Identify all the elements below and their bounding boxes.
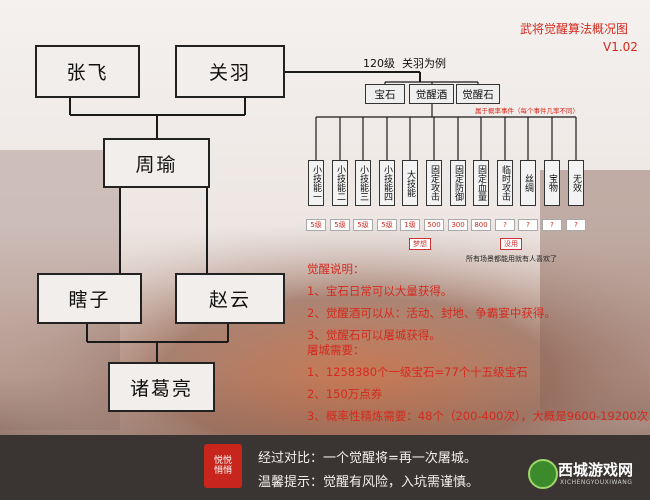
awaken-heading: 觉醒说明： [307, 262, 365, 276]
general-zhouyu: 周瑜 [103, 138, 210, 188]
massacre-heading: 屠城需要： [307, 343, 365, 357]
awaken-line-3: 3、觉醒石可以屠城获得。 [307, 328, 441, 342]
skill-level: 5级 [330, 219, 350, 231]
skill-level: 800 [471, 219, 491, 231]
skill-box: 宝物 [544, 160, 560, 206]
probability-note: 属于概率事件（每个事件几率不同） [475, 107, 579, 115]
general-zhaoyun: 赵云 [175, 273, 285, 324]
example-caption: 120级 关羽为例 [363, 57, 446, 70]
logo-text: 西城游戏网 [558, 461, 634, 479]
note-all-scenes: 所有场景都能用就有人喜欢了 [466, 255, 557, 263]
skill-level: ? [495, 219, 515, 231]
diagram-title: 武将觉醒算法概况图 [520, 22, 629, 36]
skill-level: 500 [424, 219, 444, 231]
skill-box: 小技能三 [355, 160, 371, 206]
version-label: V1.02 [603, 40, 638, 54]
skill-level: ? [566, 219, 586, 231]
footer-compare: 经过对比：一个觉醒将=再一次屠城。 [258, 451, 477, 466]
skill-level: 5级 [306, 219, 326, 231]
item-awaken-stone: 觉醒石 [456, 84, 500, 104]
footer-warning: 温馨提示：觉醒有风险，入坑需谨慎。 [258, 475, 480, 490]
massacre-line-2: 2、150万点券 [307, 387, 383, 401]
skill-level: 5级 [377, 219, 397, 231]
logo-subtext: XICHENGYOUXIWANG [560, 479, 633, 486]
tag-dream: 梦想 [409, 238, 431, 250]
stamp-logo: 悦悦悄悄 [204, 444, 242, 488]
skill-box: 小技能一 [308, 160, 324, 206]
massacre-section: 屠城需要： 1、1258380个一级宝石=77个十五级宝石 2、150万点券 3… [307, 342, 648, 424]
massacre-line-3: 3、概率性精炼需要：48个（200-400次），大概是9600-19200次 [307, 409, 649, 423]
skill-level: ? [518, 219, 538, 231]
skill-box: 临时攻击 [497, 160, 513, 206]
awaken-line-2: 2、觉醒酒可以从：活动、封地、争霸宴中获得。 [307, 306, 556, 320]
general-zhangfei: 张飞 [35, 45, 140, 98]
logo-icon [528, 459, 558, 489]
skill-level: 5级 [353, 219, 373, 231]
skill-box: 小技能二 [332, 160, 348, 206]
item-gem: 宝石 [365, 84, 405, 104]
skill-box: 小技能四 [379, 160, 395, 206]
skill-box: 固定防御 [450, 160, 466, 206]
general-zhugeliang: 诸葛亮 [108, 362, 215, 412]
skill-level: ? [542, 219, 562, 231]
skill-level: 1级 [400, 219, 420, 231]
awaken-section: 觉醒说明： 1、宝石日常可以大量获得。 2、觉醒酒可以从：活动、封地、争霸宴中获… [307, 261, 556, 343]
item-awaken-wine: 觉醒酒 [409, 84, 454, 104]
skill-level: 300 [448, 219, 468, 231]
skill-box: 固定血量 [473, 160, 489, 206]
skill-box: 固定攻击 [426, 160, 442, 206]
skill-box: 大技能 [402, 160, 418, 206]
general-xiazi: 瞎子 [37, 273, 142, 324]
skill-box: 丝绸 [520, 160, 536, 206]
general-guanyu: 关羽 [175, 45, 285, 98]
stamp-text: 悦悦悄悄 [213, 456, 232, 476]
tag-useless: 没用 [500, 238, 522, 250]
skill-box: 无效 [568, 160, 584, 206]
massacre-line-1: 1、1258380个一级宝石=77个十五级宝石 [307, 365, 528, 379]
awaken-line-1: 1、宝石日常可以大量获得。 [307, 284, 453, 298]
site-logo: 西城游戏网 XICHENGYOUXIWANG [526, 455, 644, 495]
